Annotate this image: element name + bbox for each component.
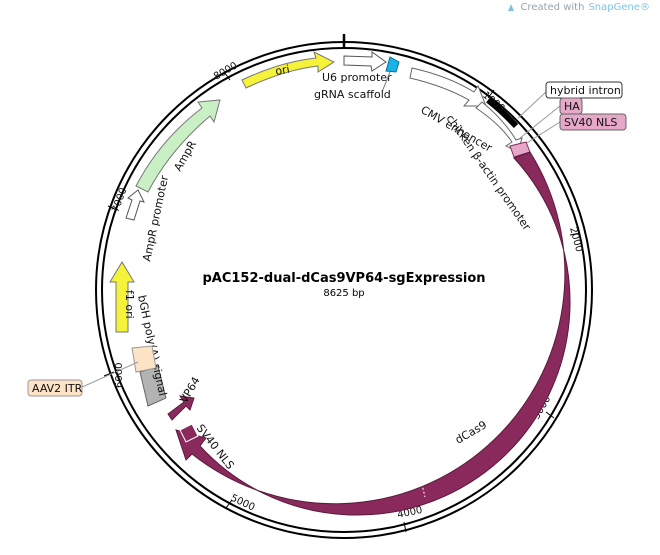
tick-marks xyxy=(103,71,581,533)
hybrid-intron-box[interactable] xyxy=(545,81,623,99)
feature-dcas9[interactable] xyxy=(175,151,571,516)
feature-label-ori-top: ori xyxy=(274,63,290,78)
tick-4000 xyxy=(403,521,407,533)
promoter-backbone-segment xyxy=(486,97,519,129)
feature-u6-promoter[interactable] xyxy=(343,51,387,72)
sv40nls-top-leader xyxy=(521,121,561,147)
feature-label-f1-ori: f1 ori xyxy=(123,290,136,319)
hybrid-intron-leader xyxy=(517,91,547,119)
dcas9-divider xyxy=(420,479,426,498)
feature-label-grna-scaffold: gRNA scaffold xyxy=(314,88,391,101)
feature-label-hybrid-intron: hybrid intron xyxy=(550,84,621,97)
feature-ampr[interactable] xyxy=(135,99,221,193)
sv40nls-top-box[interactable] xyxy=(559,113,627,131)
watermark-prefix: Created with xyxy=(520,2,585,13)
feature-label-dcas9: dCas9 xyxy=(453,418,489,446)
tick-label-2000: 2000 xyxy=(567,226,584,253)
feature-label-ha: HA xyxy=(564,100,580,113)
aav2-itr-box[interactable] xyxy=(27,379,83,397)
feature-vp64[interactable] xyxy=(167,395,195,421)
tick-1000 xyxy=(487,89,495,99)
grna-leader-line xyxy=(381,71,391,93)
feature-sv40nls-bottom[interactable] xyxy=(179,423,199,443)
ha-leader xyxy=(519,105,561,139)
feature-grna-scaffold[interactable] xyxy=(385,56,400,73)
feature-ampr-promoter[interactable] xyxy=(125,189,145,221)
tick-3000 xyxy=(545,411,555,419)
tick-label-6000-partial: 6000 xyxy=(114,363,125,388)
feature-label-chicken-beta-actin: chicken β-actin promoter xyxy=(444,112,534,233)
tick-5000 xyxy=(225,499,233,509)
tick-6000 xyxy=(103,371,115,377)
tick-label-7000: 7000 xyxy=(110,186,129,214)
aav2-itr-leader xyxy=(79,361,139,389)
snapgene-watermark: Created with SnapGene® xyxy=(506,2,650,13)
feature-aav2-itr[interactable] xyxy=(131,345,157,373)
tick-7000 xyxy=(107,205,118,211)
tick-8000 xyxy=(223,71,231,81)
feature-label-u6-promoter: U6 promoter xyxy=(322,71,392,84)
feature-label-vp64: VP64 xyxy=(177,375,202,406)
feature-label-sv40nls-top: SV40 NLS xyxy=(564,116,617,129)
feature-ori-top[interactable] xyxy=(241,51,336,89)
snapgene-logo-icon xyxy=(508,3,515,11)
feature-label-aav2-itr: AAV2 ITR xyxy=(32,382,83,395)
plasmid-name: pAC152-dual-dCas9VP64-sgExpression xyxy=(202,271,485,286)
plasmid-size: 8625 bp xyxy=(323,288,364,299)
tick-2000 xyxy=(569,232,581,236)
feature-f1-ori[interactable] xyxy=(109,261,135,333)
watermark-brand: SnapGene® xyxy=(588,2,650,13)
